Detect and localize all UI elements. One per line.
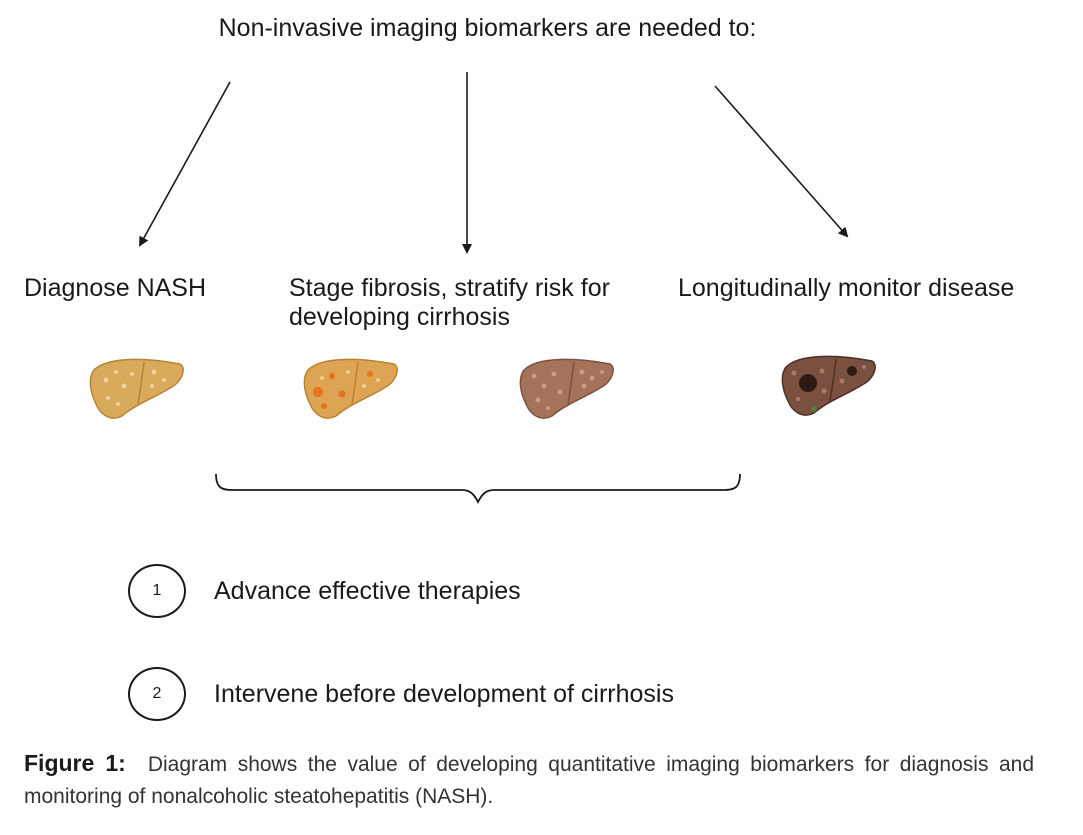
- goal-text: Advance effective therapies: [214, 576, 521, 605]
- goal-number-badge: 2: [128, 667, 186, 721]
- steatotic-liver-icon: [89, 358, 184, 419]
- target-stage-fibrosis: Stage fibrosis, stratify risk for develo…: [289, 274, 610, 331]
- figure-caption: Figure 1:Diagram shows the value of deve…: [24, 747, 1034, 813]
- arrow-right: [714, 85, 849, 238]
- fibrotic-liver-icon: [519, 358, 614, 419]
- cirrhotic-liver-icon: [781, 355, 876, 416]
- target-monitor: Longitudinally monitor disease: [678, 274, 1015, 302]
- target-diagnose: Diagnose NASH: [24, 274, 207, 302]
- grouping-brace: [215, 473, 741, 505]
- figure-label: Figure 1:: [24, 750, 126, 776]
- goal-item: 2 Intervene before development of cirrho…: [128, 665, 674, 723]
- caption-text: Diagram shows the value of developing qu…: [24, 753, 1034, 808]
- arrow-left: [139, 81, 231, 247]
- diagram-heading: Non-invasive imaging biomarkers are need…: [218, 14, 757, 42]
- goal-item: 1 Advance effective therapies: [128, 562, 521, 620]
- steatohepatitis-liver-icon: [303, 358, 398, 419]
- goal-number-badge: 1: [128, 564, 186, 618]
- goal-text: Intervene before development of cirrhosi…: [214, 679, 674, 708]
